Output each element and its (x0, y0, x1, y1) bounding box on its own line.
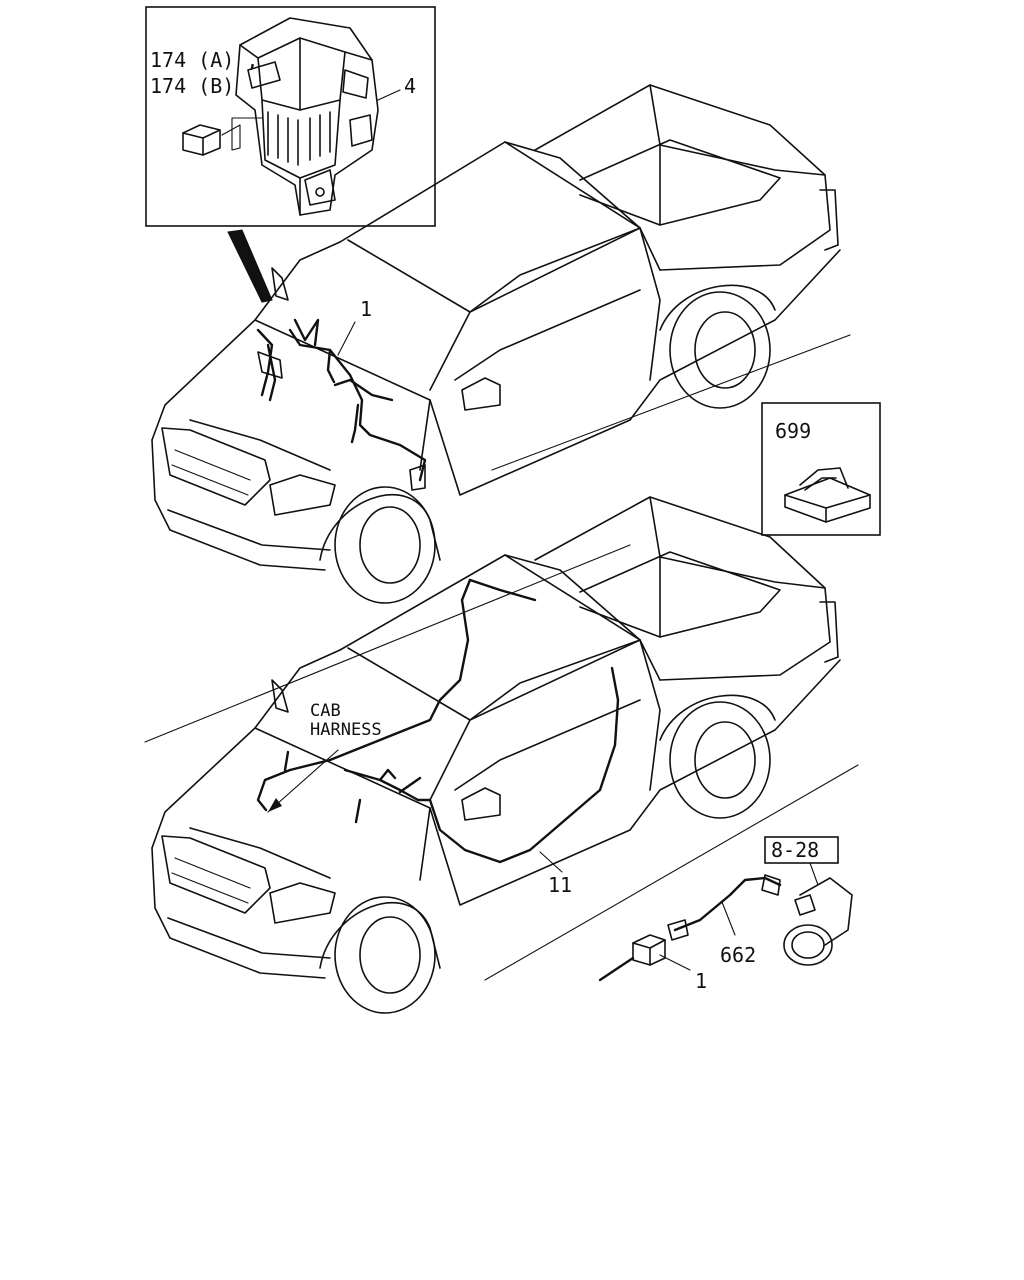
clip-inset: 699 (761, 402, 881, 536)
callout-699: 699 (775, 419, 811, 443)
callout-174a: 174 (A) , (150, 48, 258, 72)
engine-harness (256, 318, 427, 491)
cab-harness-label-line2: HARNESS (310, 720, 382, 740)
connector-icon (632, 934, 666, 966)
callout-8-28: 8-28 (771, 838, 819, 862)
cab-harness (256, 578, 620, 873)
truck-bottom: CAB HARNESS 11 (144, 496, 859, 1014)
ref-box-8-28 (764, 836, 839, 864)
inset-pointer-arrow (227, 229, 273, 303)
relay-box-inset: 174 (A) , 174 (B) 4 (145, 6, 436, 227)
callout-1-bottom: 1 (695, 969, 707, 993)
relay-icon (182, 124, 221, 156)
callout-662: 662 (720, 943, 756, 967)
callout-4: 4 (404, 74, 416, 98)
clip-icon (784, 467, 871, 523)
callout-11: 11 (548, 873, 572, 897)
sub-harness-group: 8-28 662 1 (598, 836, 853, 993)
callout-174b: 174 (B) (150, 74, 234, 98)
truck-top: 1 (151, 84, 851, 604)
callout-1-top: 1 (360, 297, 372, 321)
cab-harness-label-line1: CAB (310, 701, 341, 721)
sensor-icon (783, 877, 853, 966)
